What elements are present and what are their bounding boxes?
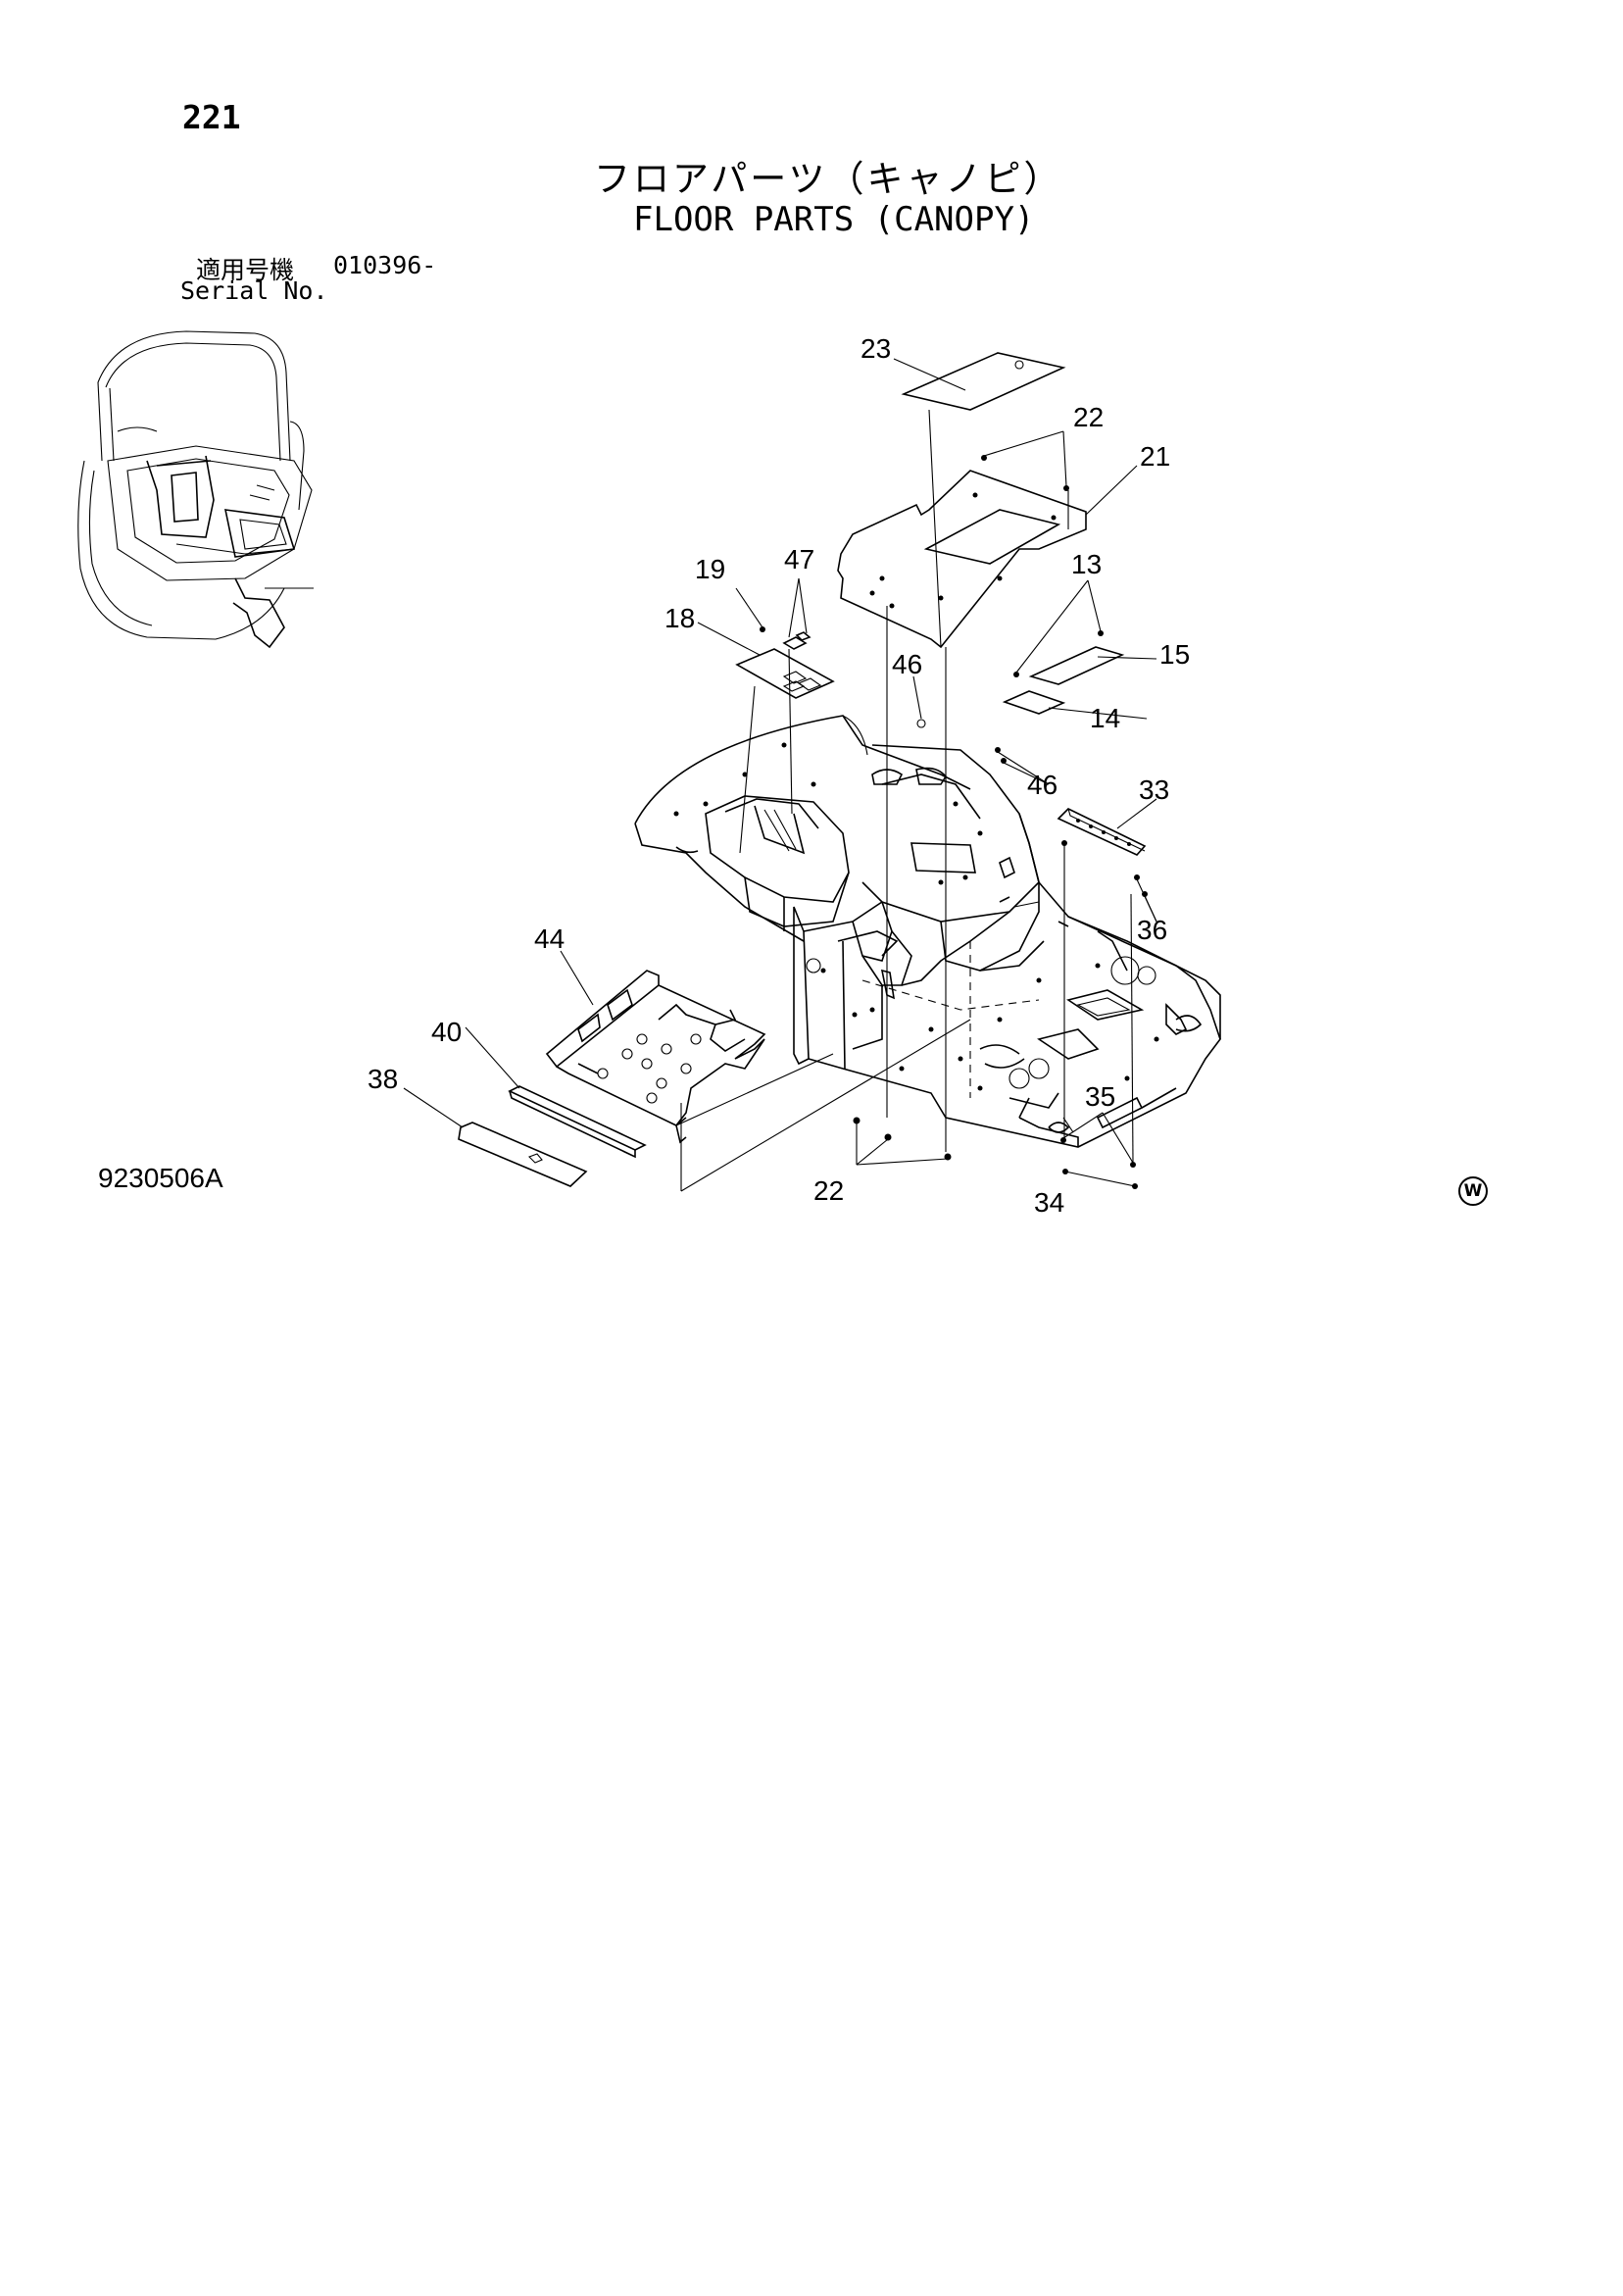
callout-46: 46: [892, 649, 922, 679]
callout-13: 13: [1071, 549, 1102, 579]
callout-44: 44: [534, 923, 565, 954]
serial-number-value: 010396-: [333, 251, 437, 279]
part-22-bolt: [853, 1117, 861, 1124]
machine-overview-thumbnail: [77, 330, 314, 649]
callout-18: 18: [664, 603, 695, 633]
part-35-bolt: [1130, 1162, 1136, 1168]
page-title-japanese: フロアパーツ（キャノピ）: [594, 158, 1063, 200]
callout-33: 33: [1139, 774, 1169, 805]
page-title-english: FLOOR PARTS (CANOPY): [633, 200, 1035, 239]
callout-36: 36: [1137, 915, 1167, 945]
drawing-number: 9230506A: [98, 1163, 223, 1193]
part-38-mat: [458, 1122, 588, 1187]
part-46-plug: [916, 719, 926, 728]
callout-46: 46: [1027, 770, 1057, 800]
callout-21: 21: [1140, 441, 1170, 472]
part-15-plate: [1028, 646, 1125, 685]
w-circle-mark: W: [1458, 1176, 1488, 1206]
part-46-plug: [1001, 758, 1007, 764]
part-23-cover-plate: [901, 352, 1066, 411]
callout-numbers: 23 22 21 19 47 18 13 46 15 14 46 33 36 4…: [368, 333, 1190, 1218]
callout-19: 19: [695, 554, 725, 584]
part-36-bolt: [1134, 874, 1140, 880]
part-13-screw: [1013, 672, 1019, 677]
part-22-screw: [981, 455, 987, 461]
callout-34: 34: [1034, 1187, 1064, 1218]
callout-38: 38: [368, 1064, 398, 1094]
serial-label-english: Serial No.: [180, 276, 328, 305]
callout-47: 47: [784, 544, 814, 574]
part-18-plate: [735, 648, 835, 699]
part-21-floor-mat: [837, 470, 1087, 649]
part-33-bracket: [1057, 808, 1147, 856]
callout-22: 22: [813, 1175, 844, 1206]
assembly-center-lines: [675, 409, 1134, 1192]
floor-frame-assembly: [634, 715, 1221, 1148]
serial-label-japanese: 適用号機: [196, 256, 295, 284]
callout-40: 40: [431, 1017, 462, 1047]
part-47-label: [782, 631, 812, 650]
part-14-plate: [1002, 690, 1066, 715]
part-46-plug: [995, 747, 1001, 753]
part-44-bracket: [545, 970, 766, 1144]
callout-15: 15: [1159, 639, 1190, 670]
callout-22: 22: [1073, 402, 1104, 432]
part-22-screw: [1063, 485, 1069, 491]
callout-35: 35: [1085, 1081, 1115, 1112]
part-19-screw: [760, 626, 765, 632]
part-35-bolt: [1060, 1137, 1066, 1143]
part-40-mat: [508, 1085, 647, 1159]
leader-lines: [403, 358, 1157, 1187]
part-22-bolt: [884, 1133, 892, 1141]
part-13-screw: [1098, 630, 1104, 636]
callout-14: 14: [1090, 703, 1120, 733]
callout-23: 23: [861, 333, 891, 364]
page-number: 221: [182, 98, 241, 136]
